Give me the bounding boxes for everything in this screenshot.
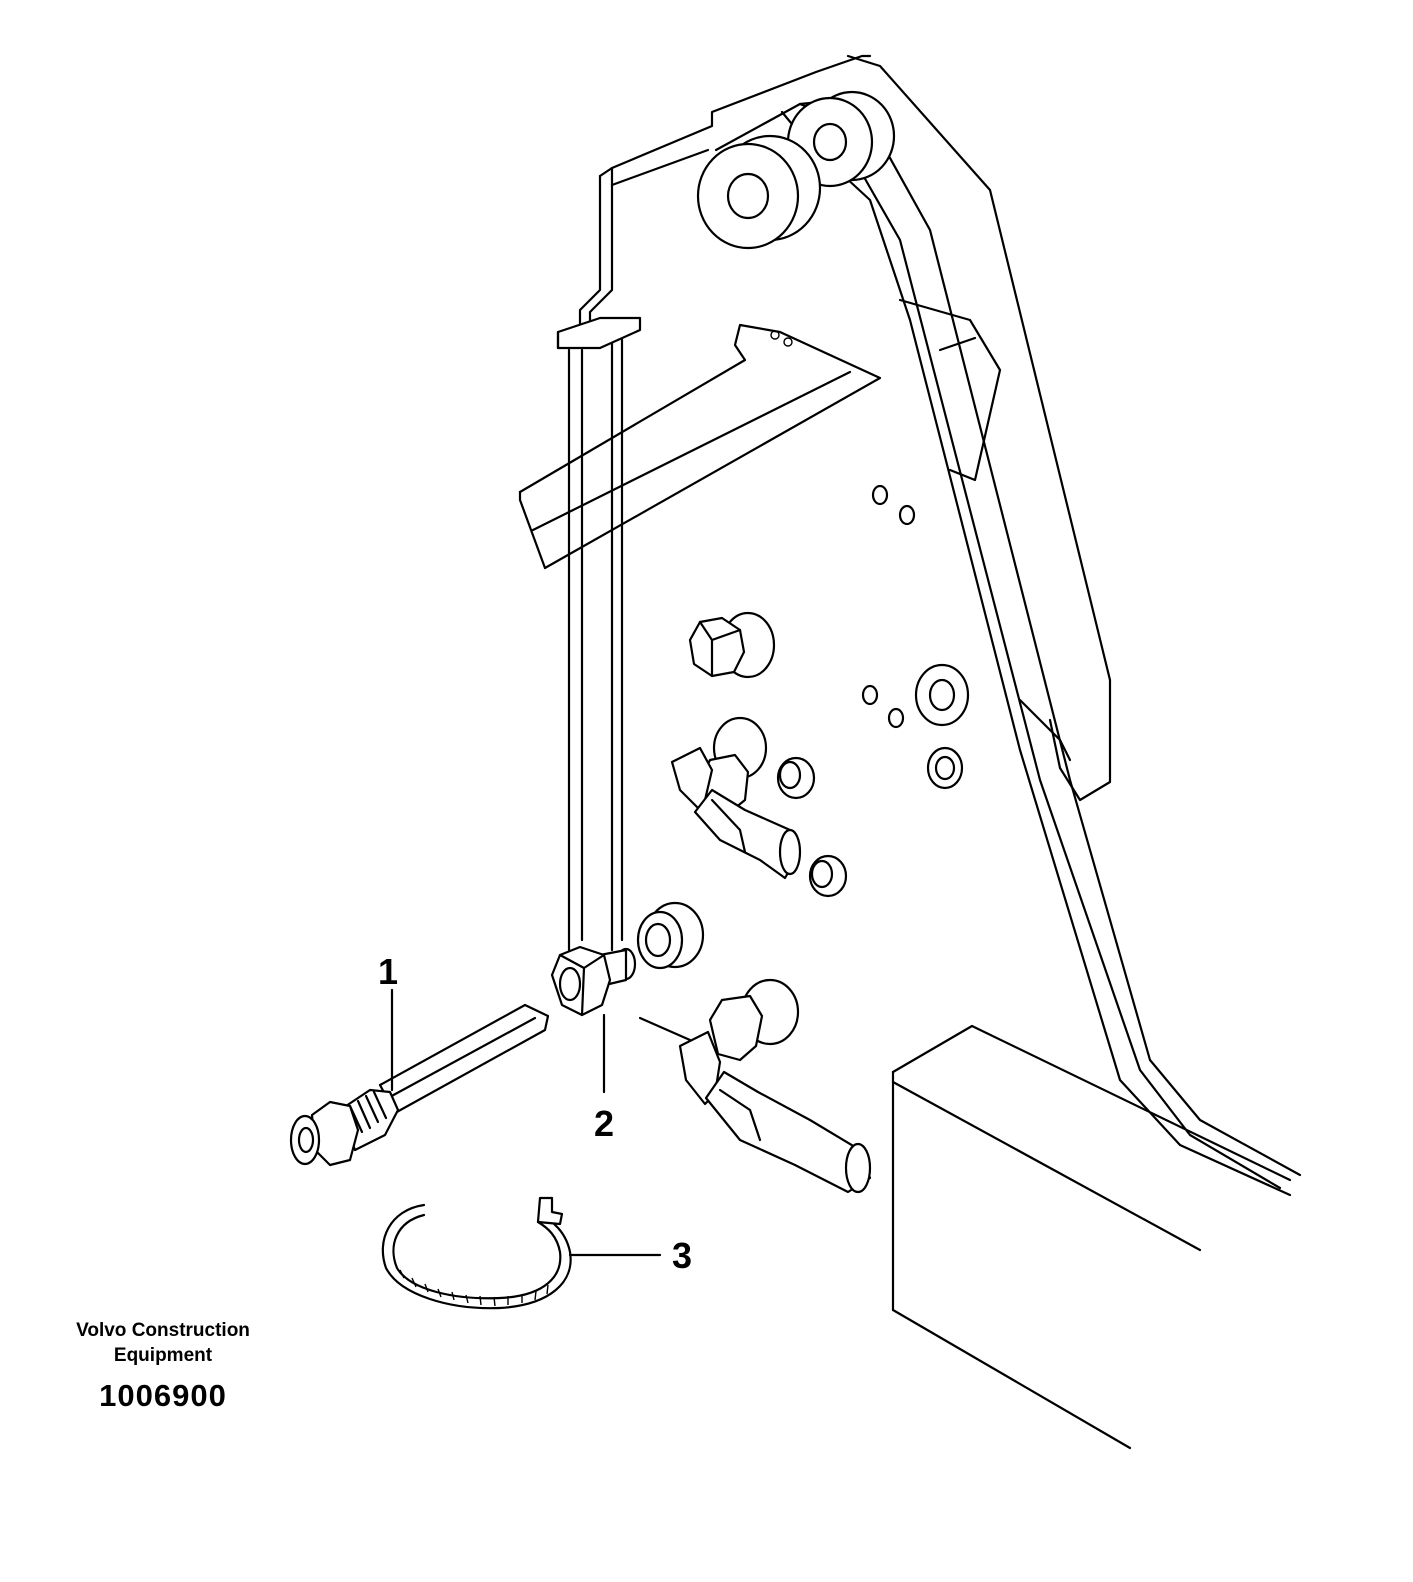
sleeve-nut: [636, 901, 705, 970]
brand-line-1: Volvo Construction: [76, 1320, 250, 1341]
frame-panel: [556, 54, 872, 952]
pivot-bosses: [696, 90, 896, 250]
callout-1: 1: [378, 951, 398, 992]
hex-plug-upper: [688, 611, 776, 679]
panel-holes: [861, 484, 916, 729]
counterweight-block: [891, 1024, 1292, 1450]
brand-label: Volvo Construction Equipment: [48, 1318, 278, 1368]
reference-number: 1006900: [99, 1378, 227, 1413]
elbow-fitting-upper: [670, 716, 802, 880]
cross-bar: [518, 323, 882, 570]
brand-line-2: Equipment: [113, 1345, 213, 1366]
washer-bosses: [776, 663, 970, 898]
callout-2: 2: [594, 1103, 614, 1144]
callout-3: 3: [672, 1235, 692, 1276]
part-3-clamp: [381, 1196, 572, 1310]
leader-lines: [390, 988, 662, 1257]
part-2-adapter: [550, 945, 637, 1017]
part-1-sensor: [289, 1003, 550, 1167]
elbow-fitting-lower: [638, 978, 872, 1194]
